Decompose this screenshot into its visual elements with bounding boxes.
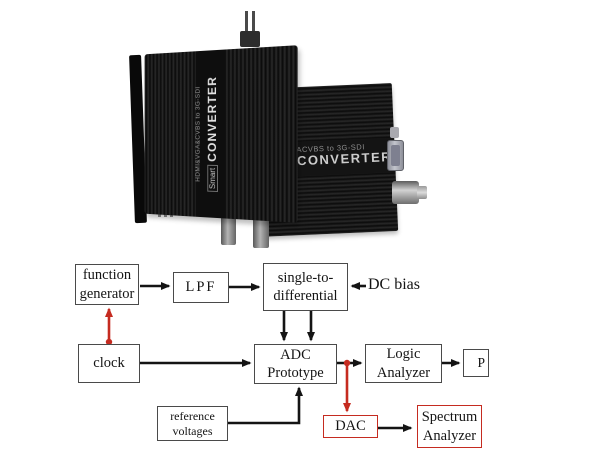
vga-connector <box>387 140 404 171</box>
front-device-brand-text: CONVERTER <box>204 75 219 162</box>
connector-nub <box>390 127 399 138</box>
bnc-connector-top-pin <box>252 11 255 35</box>
clock-box: clock <box>78 344 140 383</box>
single-to-differential-box: single-to- differential <box>263 263 348 311</box>
bnc-connector-top-base <box>240 31 260 47</box>
front-device-model-text: HDMI&VGA&CVBS to 3G-SDI <box>194 86 202 182</box>
adc-prototype-box: ADC Prototype <box>254 344 337 384</box>
function-generator-box: function generator <box>75 264 139 305</box>
back-device-brand-text: CONVERTER <box>296 149 393 169</box>
bnc-connector-bottom-2 <box>253 215 269 248</box>
bnc-connector-right <box>392 181 419 204</box>
spectrum-analyzer-box: Spectrum Analyzer <box>417 405 482 448</box>
arrow-ref-to-adc <box>228 386 303 425</box>
red-junction-dot-adc <box>343 359 351 367</box>
bnc-connector-top-pin <box>245 11 248 35</box>
reference-voltages-box: reference voltages <box>157 406 228 441</box>
converter-photo: ACVBS to 3G-SDI CONVERTER HDMI&VGA&CVBS … <box>129 11 427 248</box>
front-device-label-band: HDMI&VGA&CVBS to 3G-SDI Smart CONVERTER <box>195 47 228 220</box>
bnc-connector-bottom-1 <box>221 215 236 245</box>
front-converter-device: HDMI&VGA&CVBS to 3G-SDI Smart CONVERTER <box>144 45 298 223</box>
pc-box: P <box>463 349 489 377</box>
dac-box: DAC <box>323 415 378 438</box>
logic-analyzer-box: Logic Analyzer <box>365 344 442 383</box>
dc-bias-label: DC bias <box>368 276 420 293</box>
lpf-box: LPF <box>173 272 229 303</box>
bnc-connector-right-tip <box>417 186 427 199</box>
vga-connector-socket <box>391 145 400 166</box>
front-device-label-text: HDMI&VGA&CVBS to 3G-SDI Smart CONVERTER <box>195 47 228 220</box>
front-device-brand-prefix: Smart <box>206 164 218 193</box>
